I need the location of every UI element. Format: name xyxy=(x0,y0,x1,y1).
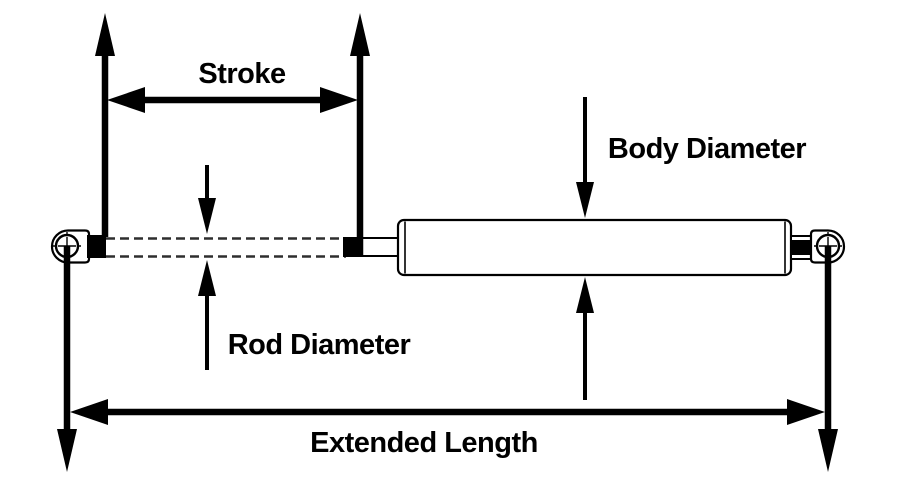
rod-diameter-up-arrowhead-icon xyxy=(198,260,216,296)
left-eyelet xyxy=(50,229,91,264)
rod-diameter-down-arrowhead-icon xyxy=(198,198,216,234)
cylinder-body-outline xyxy=(396,218,793,277)
dimension-body-diameter: Body Diameter xyxy=(576,97,807,400)
stroke-left-arrowhead-icon xyxy=(107,87,145,113)
right-stub-fill xyxy=(792,240,811,255)
stroke-right-arrowhead-icon xyxy=(320,87,358,113)
extended-length-right-arrowhead-icon xyxy=(787,399,825,425)
body-diameter-down-arrowhead-icon xyxy=(576,182,594,218)
extended-rod-dashed xyxy=(106,237,346,258)
cylinder-body xyxy=(396,218,793,277)
extended-length-right-down-arrowhead-icon xyxy=(818,429,838,472)
right-rod-stub xyxy=(790,235,813,260)
body-diameter-up-arrowhead-icon xyxy=(576,277,594,313)
stroke-right-up-arrowhead-icon xyxy=(350,13,370,56)
extended-length-left-down-arrowhead-icon xyxy=(57,429,77,472)
extended-length-left-arrowhead-icon xyxy=(70,399,108,425)
rod-stub xyxy=(361,237,401,257)
dimension-rod-diameter: Rod Diameter xyxy=(198,165,411,370)
gas-spring-illustration xyxy=(50,218,846,277)
stroke-label: Stroke xyxy=(198,58,286,90)
dimension-stroke: Stroke xyxy=(95,13,370,257)
rod-diameter-label: Rod Diameter xyxy=(228,329,411,361)
extended-length-label: Extended Length xyxy=(310,427,538,459)
left-rod-collar xyxy=(87,235,106,258)
dimension-extended-length: Extended Length xyxy=(57,246,838,472)
stroke-left-up-arrowhead-icon xyxy=(95,13,115,56)
body-diameter-label: Body Diameter xyxy=(608,133,806,165)
